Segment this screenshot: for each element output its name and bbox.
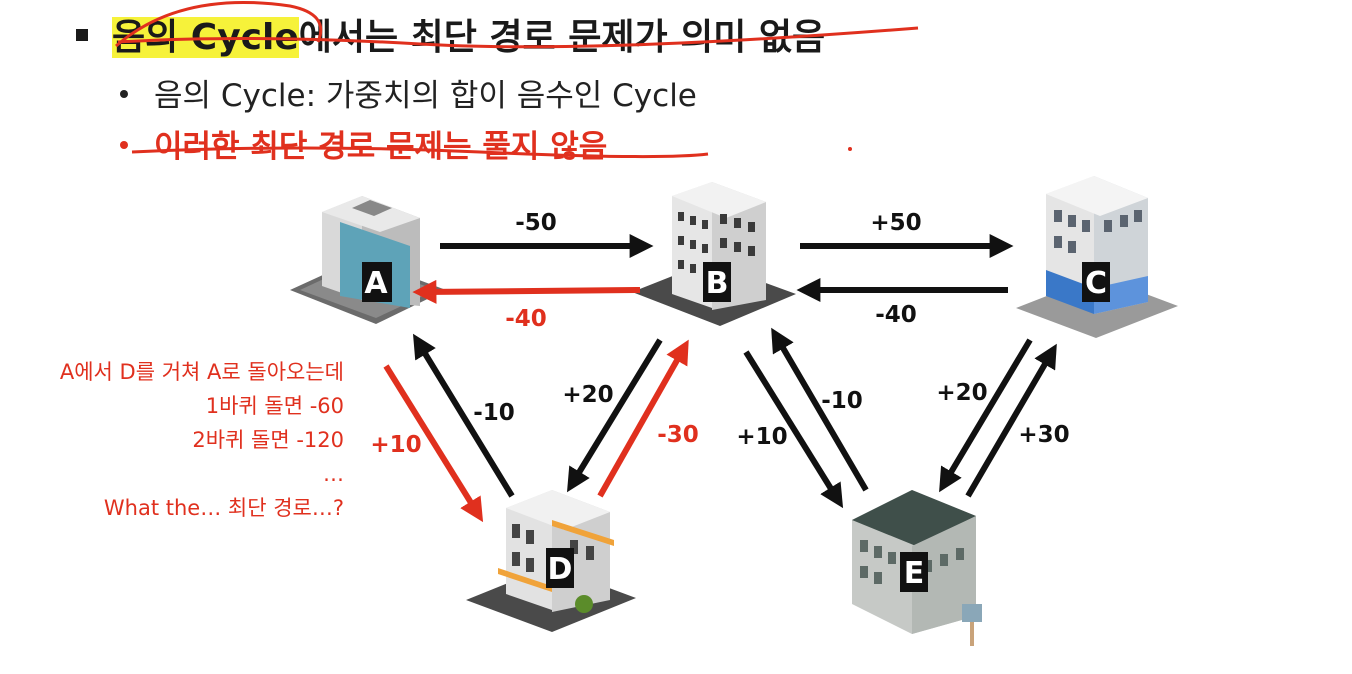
- bullet-main-text: 에서는 최단 경로 문제가 의미 없음: [298, 17, 826, 58]
- dot-bullet-icon: [120, 140, 128, 149]
- edge-label-b-d: +20: [562, 382, 613, 408]
- bullet-sub-1-text: 음의 Cycle: 가중치의 합이 음수인 Cycle: [154, 78, 697, 114]
- edge-e-c-arrow: [965, 343, 1057, 498]
- node-label-a: A: [364, 266, 388, 301]
- dot-bullet-icon: [120, 89, 128, 98]
- note-line-3: 2바퀴 돌면 -120: [192, 428, 344, 452]
- edge-label-e-b: -10: [821, 388, 863, 414]
- handwritten-strikethrough: [115, 0, 919, 159]
- node-label-b: B: [706, 266, 729, 301]
- edge-label-b-a: -40: [505, 306, 547, 332]
- node-label-e: E: [904, 556, 925, 591]
- note-line-5: What the… 최단 경로…?: [103, 496, 344, 520]
- edge-b-a-arrow: [412, 279, 641, 304]
- edge-c-e-arrow: [939, 338, 1033, 493]
- building-a-icon: [290, 196, 446, 324]
- edge-d-b-arrow: [597, 339, 689, 498]
- edge-label-c-b: -40: [875, 302, 917, 328]
- edge-label-a-d: +10: [370, 432, 421, 458]
- building-e-icon: [852, 490, 982, 646]
- note-line-1: A에서 D를 거쳐 A로 돌아오는데: [59, 360, 344, 384]
- building-b-icon: [632, 182, 796, 326]
- note-line-4: …: [323, 462, 344, 486]
- node-label-c: C: [1085, 266, 1107, 301]
- edge-label-c-e: +20: [936, 380, 987, 406]
- edge-a-d-arrow: [383, 364, 484, 523]
- edge-b-e-arrow: [743, 350, 844, 509]
- note-line-2: 1바퀴 돌면 -60: [205, 394, 344, 418]
- bullet-list: 음의 Cycle에서는 최단 경로 문제가 의미 없음 음의 Cycle: 가중…: [0, 0, 1352, 170]
- bullet-sub-2: 이러한 최단 경로 문제는 풀지 않음: [120, 121, 607, 166]
- edge-b-d-arrow: [566, 338, 663, 493]
- edge-label-b-c: +50: [870, 210, 921, 236]
- bullet-sub-2-text: 이러한 최단 경로 문제는 풀지 않음: [154, 129, 608, 165]
- edge-label-a-b: -50: [515, 210, 557, 236]
- edge-e-b-arrow: [771, 327, 869, 492]
- edge-d-a-arrow: [412, 333, 515, 498]
- building-c-icon: [1016, 176, 1178, 338]
- handwritten-note: A에서 D를 거쳐 A로 돌아오는데 1바퀴 돌면 -60 2바퀴 돌면 -12…: [60, 355, 344, 525]
- square-bullet-icon: [76, 29, 88, 41]
- edge-label-d-a: -10: [473, 400, 515, 426]
- edge-label-b-e: +10: [736, 424, 787, 450]
- bullet-main: 음의 Cycle에서는 최단 경로 문제가 의미 없음: [76, 8, 825, 60]
- label-box: [362, 262, 392, 302]
- bullet-sub-1: 음의 Cycle: 가중치의 합이 음수인 Cycle: [120, 70, 697, 115]
- building-d-icon: [466, 490, 636, 632]
- edge-label-e-c: +30: [1018, 422, 1069, 448]
- edge-label-d-b: -30: [657, 422, 699, 448]
- node-label-d: D: [548, 552, 573, 587]
